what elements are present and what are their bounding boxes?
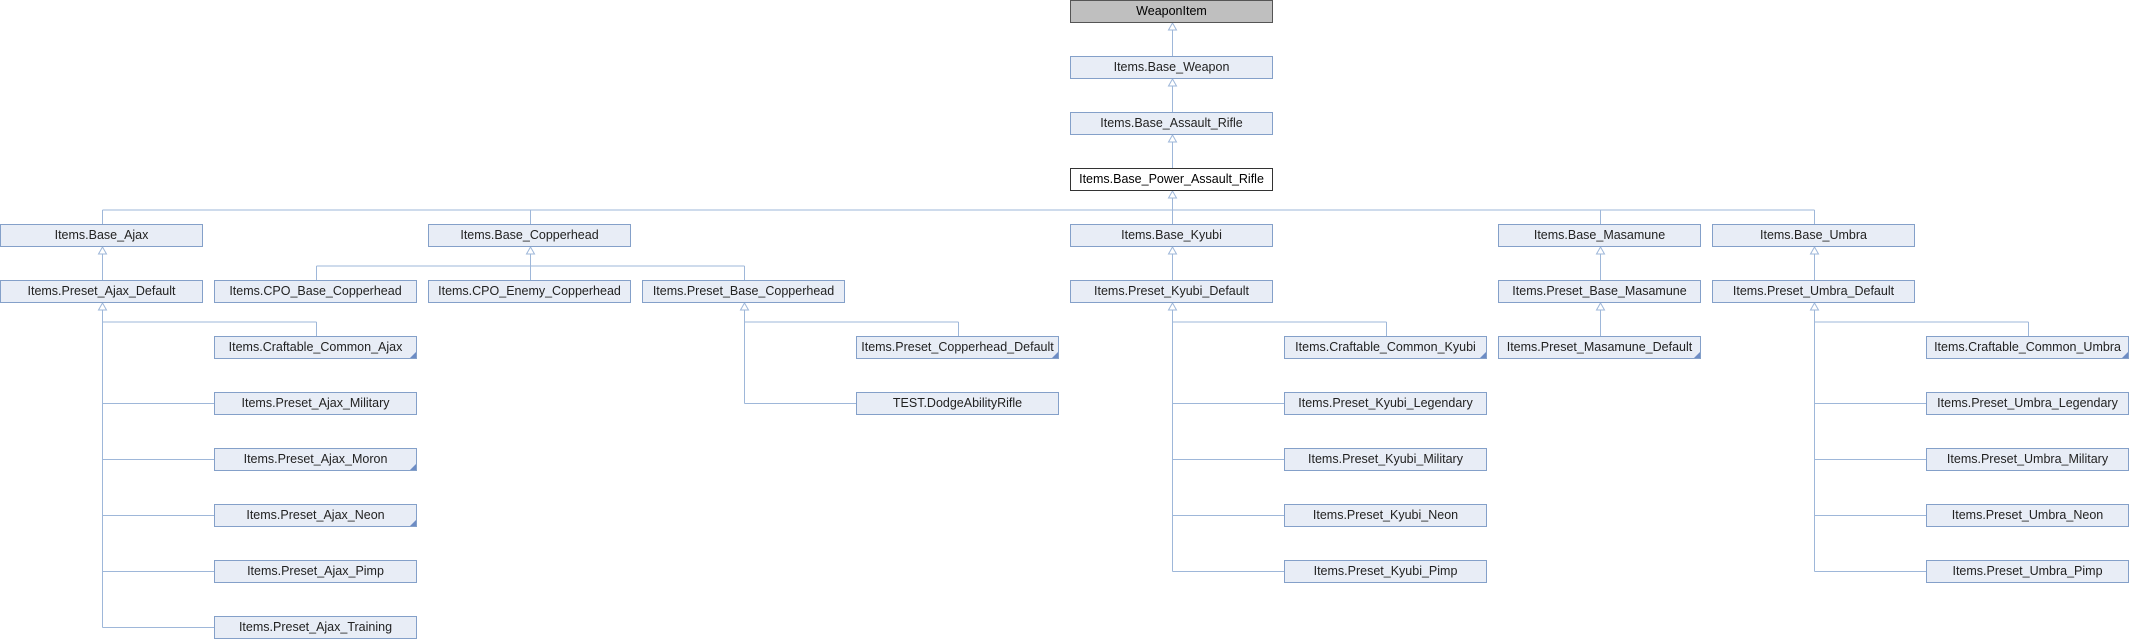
class-node-preset-ajax-pimp[interactable]: Items.Preset_Ajax_Pimp: [214, 560, 417, 583]
class-node-preset-ajax-neon[interactable]: Items.Preset_Ajax_Neon: [214, 504, 417, 527]
class-node-base-masamune[interactable]: Items.Base_Masamune: [1498, 224, 1701, 247]
class-node-base-copperhead[interactable]: Items.Base_Copperhead: [428, 224, 631, 247]
class-node-preset-base-copperhead[interactable]: Items.Preset_Base_Copperhead: [642, 280, 845, 303]
class-node-preset-ajax-training[interactable]: Items.Preset_Ajax_Training: [214, 616, 417, 639]
class-node-preset-umbra-neon[interactable]: Items.Preset_Umbra_Neon: [1926, 504, 2129, 527]
class-node-craftable-common-ajax[interactable]: Items.Craftable_Common_Ajax: [214, 336, 417, 359]
class-node-preset-umbra-legendary[interactable]: Items.Preset_Umbra_Legendary: [1926, 392, 2129, 415]
class-node-preset-ajax-default[interactable]: Items.Preset_Ajax_Default: [0, 280, 203, 303]
class-node-preset-umbra-military[interactable]: Items.Preset_Umbra_Military: [1926, 448, 2129, 471]
class-node-preset-base-masamune[interactable]: Items.Preset_Base_Masamune: [1498, 280, 1701, 303]
class-node-preset-kyubi-neon[interactable]: Items.Preset_Kyubi_Neon: [1284, 504, 1487, 527]
class-node-preset-masamune-default[interactable]: Items.Preset_Masamune_Default: [1498, 336, 1701, 359]
class-node-cpo-enemy-copperhead[interactable]: Items.CPO_Enemy_Copperhead: [428, 280, 631, 303]
edge-arrow-base-weapon: [1167, 77, 1178, 87]
class-node-preset-kyubi-default[interactable]: Items.Preset_Kyubi_Default: [1070, 280, 1273, 303]
edge-arrow-base-copperhead: [525, 245, 536, 255]
class-node-preset-kyubi-legendary[interactable]: Items.Preset_Kyubi_Legendary: [1284, 392, 1487, 415]
class-node-preset-ajax-moron[interactable]: Items.Preset_Ajax_Moron: [214, 448, 417, 471]
class-node-base-weapon[interactable]: Items.Base_Weapon: [1070, 56, 1273, 79]
class-node-base-kyubi[interactable]: Items.Base_Kyubi: [1070, 224, 1273, 247]
edge-arrow-weaponitem: [1167, 21, 1178, 31]
edge-arrow-base-power-assault-rifle: [1167, 189, 1178, 199]
edge-arrow-preset-kyubi-default: [1167, 301, 1178, 311]
class-node-craftable-common-umbra[interactable]: Items.Craftable_Common_Umbra: [1926, 336, 2129, 359]
class-node-base-assault-rifle[interactable]: Items.Base_Assault_Rifle: [1070, 112, 1273, 135]
class-node-preset-copperhead-default[interactable]: Items.Preset_Copperhead_Default: [856, 336, 1059, 359]
class-node-weaponitem[interactable]: WeaponItem: [1070, 0, 1273, 23]
edge-arrow-base-kyubi: [1167, 245, 1178, 255]
class-node-craftable-common-kyubi[interactable]: Items.Craftable_Common_Kyubi: [1284, 336, 1487, 359]
class-node-cpo-base-copperhead[interactable]: Items.CPO_Base_Copperhead: [214, 280, 417, 303]
edge-arrow-base-assault-rifle: [1167, 133, 1178, 143]
edge-arrow-base-umbra: [1809, 245, 1820, 255]
class-node-base-umbra[interactable]: Items.Base_Umbra: [1712, 224, 1915, 247]
edge-arrow-preset-umbra-default: [1809, 301, 1820, 311]
edge-arrow-base-masamune: [1595, 245, 1606, 255]
class-node-base-power-assault-rifle: Items.Base_Power_Assault_Rifle: [1070, 168, 1273, 191]
edge-arrow-preset-ajax-default: [97, 301, 108, 311]
class-node-preset-ajax-military[interactable]: Items.Preset_Ajax_Military: [214, 392, 417, 415]
class-node-preset-kyubi-military[interactable]: Items.Preset_Kyubi_Military: [1284, 448, 1487, 471]
class-node-preset-umbra-default[interactable]: Items.Preset_Umbra_Default: [1712, 280, 1915, 303]
class-node-base-ajax[interactable]: Items.Base_Ajax: [0, 224, 203, 247]
class-node-preset-umbra-pimp[interactable]: Items.Preset_Umbra_Pimp: [1926, 560, 2129, 583]
edge-arrow-preset-base-masamune: [1595, 301, 1606, 311]
edge-arrow-base-ajax: [97, 245, 108, 255]
edge-arrow-preset-base-copperhead: [739, 301, 750, 311]
class-node-dodgeabilityrifle[interactable]: TEST.DodgeAbilityRifle: [856, 392, 1059, 415]
class-node-preset-kyubi-pimp[interactable]: Items.Preset_Kyubi_Pimp: [1284, 560, 1487, 583]
